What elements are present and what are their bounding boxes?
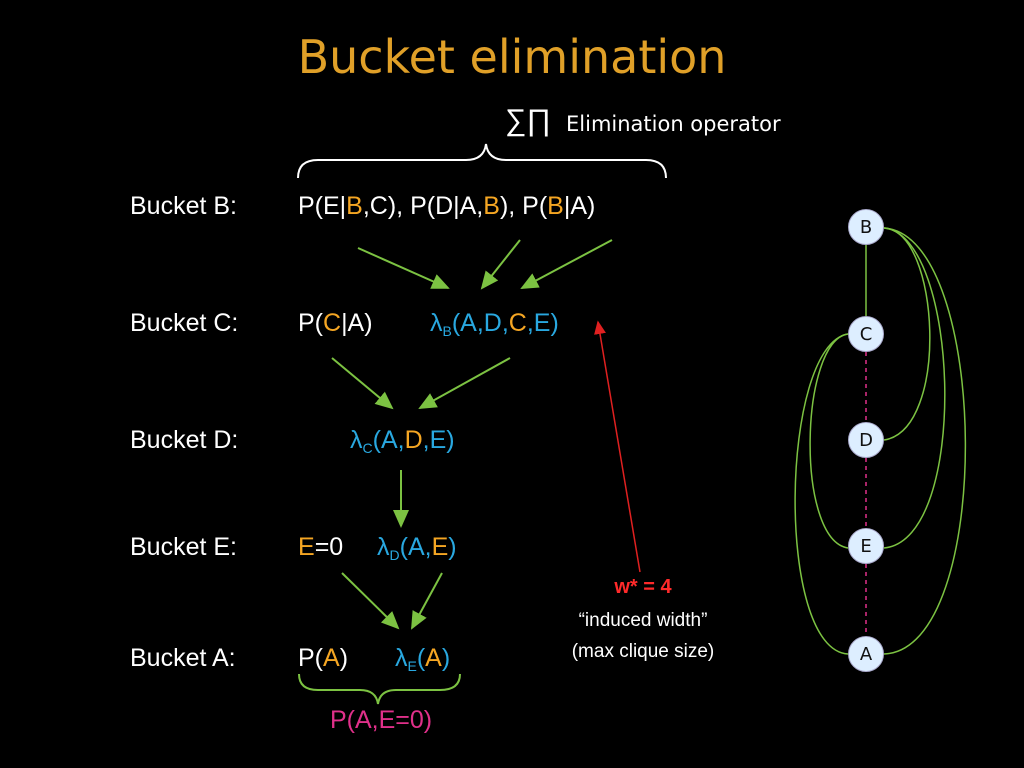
lambda-args: ( [416, 644, 426, 672]
bucket-c-row: Bucket C: [130, 309, 238, 338]
operator-brace [297, 143, 667, 179]
eliminated-var: E [431, 533, 449, 561]
bucket-c-factors: P(C|A) [298, 309, 373, 338]
arrow-c-to-d-1 [331, 357, 394, 410]
result-brace [298, 673, 461, 705]
elimination-operator-symbol: ∑∏ [505, 104, 552, 137]
elimination-operator-label: Elimination operator [566, 112, 781, 136]
lambda-subscript: B [442, 323, 452, 339]
page-title: Bucket elimination [297, 30, 727, 84]
eliminated-var: A [323, 644, 340, 672]
lambda-subscript: C [362, 440, 373, 456]
induced-width-sublabel: (max clique size) [571, 641, 715, 662]
graph-node-b: B [848, 209, 884, 245]
lambda-args: ) [448, 533, 457, 561]
factor-text: |A) [563, 192, 596, 220]
lambda-args: (A, [399, 533, 432, 561]
induced-width-arrow [594, 320, 641, 573]
lambda-args: (A, [372, 426, 405, 454]
lambda-subscript: E [407, 658, 417, 674]
arrow-b-to-c-1 [357, 247, 450, 289]
evidence-var: E [298, 533, 315, 561]
bucket-e-label: Bucket E: [130, 533, 237, 561]
lambda-args: ,E) [526, 309, 559, 337]
edge-c-a [794, 333, 849, 655]
bucket-d-row: Bucket D: [130, 426, 238, 455]
eliminated-var: A [425, 644, 442, 672]
factor-text: ,C), P(D|A, [362, 192, 484, 220]
eliminated-var: B [346, 192, 363, 220]
arrow-b-to-c-3 [520, 239, 613, 289]
lambda-symbol: λ [377, 533, 390, 561]
edge-b-e [883, 227, 946, 549]
eliminated-var: B [547, 192, 564, 220]
bucket-b-label: Bucket B: [130, 192, 237, 220]
eliminated-var: C [323, 309, 342, 337]
arrow-e-to-a-1 [341, 572, 400, 630]
eliminated-var: B [483, 192, 500, 220]
lambda-args: ,E) [422, 426, 455, 454]
bucket-a-label: Bucket A: [130, 644, 236, 672]
evidence-value: =0 [314, 533, 344, 561]
graph-node-d: D [848, 422, 884, 458]
lambda-symbol: λ [395, 644, 408, 672]
edge-c-e [809, 333, 849, 549]
lambda-d-message: λD(A,E) [377, 533, 457, 563]
lambda-args: ) [441, 644, 451, 672]
lambda-args: (A,D, [451, 309, 509, 337]
bucket-b-row: Bucket B: [130, 192, 237, 221]
factor-text: |A) [341, 309, 373, 337]
edge-b-a [883, 227, 967, 655]
lambda-subscript: D [389, 547, 400, 563]
bucket-a-row: Bucket A: [130, 644, 236, 673]
lambda-symbol: λ [430, 309, 443, 337]
graph-node-a: A [848, 636, 884, 672]
graph-node-c: C [848, 316, 884, 352]
lambda-e-message: λE(A) [395, 644, 450, 674]
arrow-b-to-c-2 [480, 239, 521, 290]
factor-text: P( [298, 644, 323, 672]
final-result: P(A,E=0) [330, 706, 433, 734]
lambda-symbol: λ [350, 426, 363, 454]
lambda-b-message: λB(A,D,C,E) [430, 309, 559, 339]
factor-text: P( [298, 309, 323, 337]
edge-b-d [883, 227, 931, 441]
bucket-a-prior: P(A) [298, 644, 348, 673]
eliminated-var: D [404, 426, 423, 454]
bucket-d-label: Bucket D: [130, 426, 239, 454]
evidence: E=0 [298, 533, 343, 562]
lambda-c-message: λC(A,D,E) [350, 426, 455, 456]
bucket-c-label: Bucket C: [130, 309, 239, 337]
arrow-c-to-d-2 [418, 357, 511, 409]
graph-node-e: E [848, 528, 884, 564]
induced-width-label: “induced width” [578, 610, 708, 631]
factor-text: P(E| [298, 192, 347, 220]
bucket-e-row: Bucket E: [130, 533, 237, 562]
factor-text: ) [339, 644, 349, 672]
arrow-e-to-a-2 [411, 572, 443, 630]
induced-width-value: w* = 4 [614, 576, 672, 598]
bucket-b-factors: P(E|B,C), P(D|A,B), P(B|A) [298, 192, 595, 221]
eliminated-var: C [508, 309, 527, 337]
factor-text: ), P( [499, 192, 548, 220]
